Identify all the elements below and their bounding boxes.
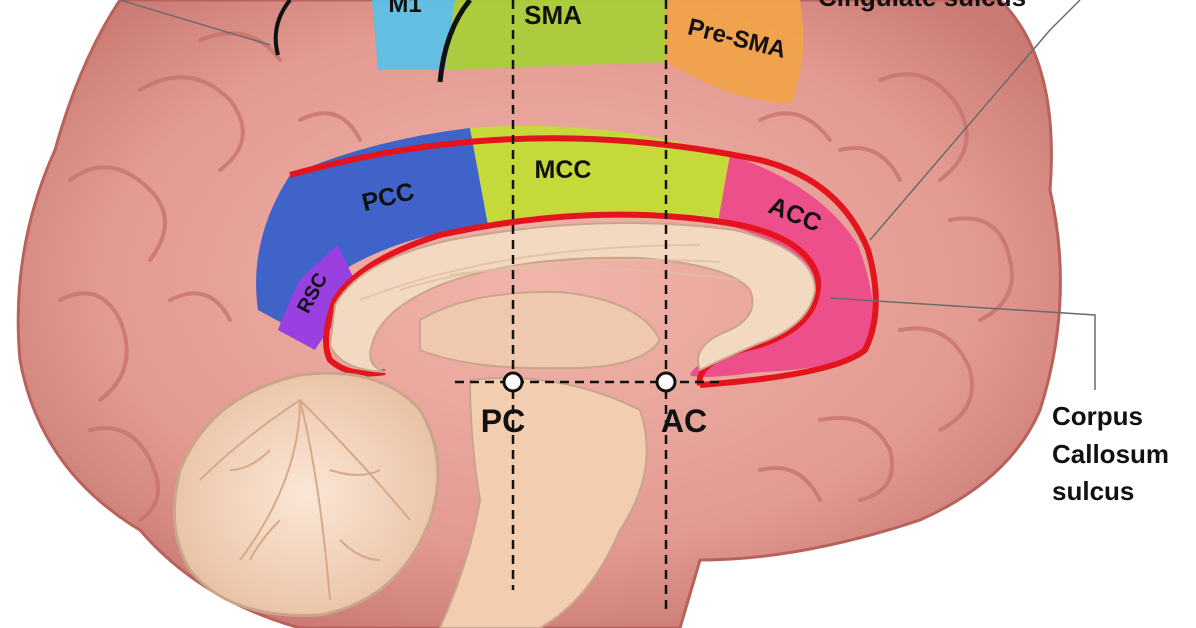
m1-region [372, 0, 455, 70]
pc-label: PC [481, 403, 525, 439]
sma-region [445, 0, 665, 70]
thalamus [419, 290, 662, 370]
callosum-fibers [359, 244, 741, 301]
central-sulcus-line [437, 0, 472, 83]
cingulate-outline [289, 135, 879, 388]
mcc-label: MCC [535, 156, 592, 184]
corpus-label-line3: sulcus [1052, 476, 1134, 506]
sulcus-line-left [273, 0, 292, 56]
ac-marker [655, 371, 677, 393]
reference-lines [455, 0, 720, 610]
m1-label: M1 [388, 0, 421, 18]
cerebellum [172, 371, 440, 617]
ac-label: AC [661, 403, 707, 439]
cerebellum-folia [199, 399, 411, 601]
cingulate-sulcus-label: Cingulate sulcus [818, 0, 1026, 12]
pc-marker [502, 371, 524, 393]
corpus-label-line2: Callosum [1052, 439, 1169, 469]
corpus-label-line1: Corpus [1052, 401, 1143, 431]
brainstem [438, 377, 648, 628]
rsc-region [278, 245, 360, 350]
acc-region [690, 155, 874, 377]
pre-sma-region [665, 0, 804, 104]
sma-label: SMA [524, 0, 582, 30]
leader-lines [119, 0, 1096, 390]
gyri-texture [58, 31, 1014, 522]
